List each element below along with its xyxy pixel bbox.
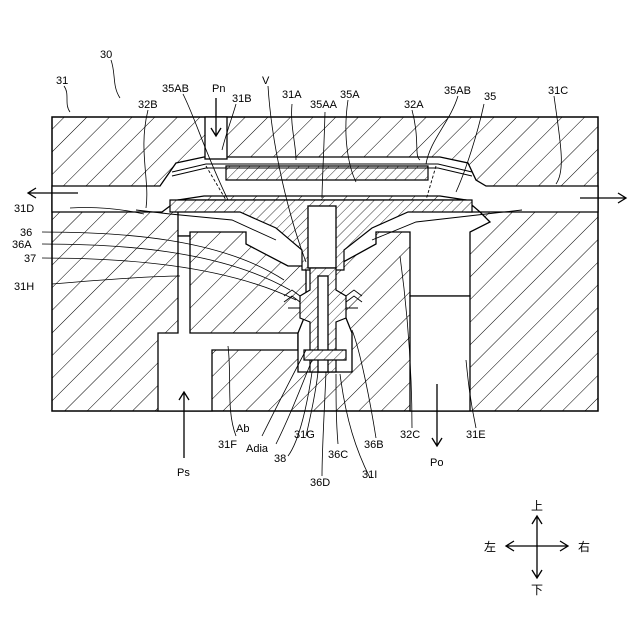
label-30: 30 [100,49,112,61]
label-35AB-left: 35AB [162,83,189,95]
label-32B: 32B [138,99,158,111]
label-36B: 36B [364,439,384,451]
label-31B: 31B [232,93,252,105]
label-35AB-right: 35AB [444,85,471,97]
label-31I: 31I [362,469,377,481]
label-32C: 32C [400,429,420,441]
label-31D: 31D [14,203,34,215]
compass-up-label: 上 [531,499,543,513]
label-35A: 35A [340,89,360,101]
label-31A: 31A [282,89,302,101]
label-Po: Po [430,457,443,469]
valve-seat-ring [304,350,346,360]
label-31E: 31E [466,429,486,441]
label-38: 38 [274,453,286,465]
label-31: 31 [56,75,68,87]
label-31C: 31C [548,85,568,97]
label-Adia: Adia [246,443,269,455]
label-Ps: Ps [177,467,190,479]
compass-right-label: 右 [578,539,590,554]
label-36C: 36C [328,449,348,461]
label-36: 36 [20,227,32,239]
stem-bore [308,206,336,268]
compass-left-label: 左 [484,539,496,554]
label-36D: 36D [310,477,330,489]
label-37: 37 [24,253,36,265]
label-V: V [262,75,270,87]
compass-down-label: 下 [531,583,543,597]
label-32A: 32A [404,99,424,111]
label-31F: 31F [218,439,237,451]
label-36A: 36A [12,239,32,251]
compass-vertical-arrow [532,516,542,578]
label-31G: 31G [294,429,315,441]
label-Pn: Pn [212,83,225,95]
label-35: 35 [484,91,496,103]
label-35AA: 35AA [310,99,338,111]
right-output-cavity [410,296,470,411]
label-Ab: Ab [236,423,249,435]
label-31H: 31H [14,281,34,293]
direction-compass: 上 下 左 右 [484,499,590,597]
